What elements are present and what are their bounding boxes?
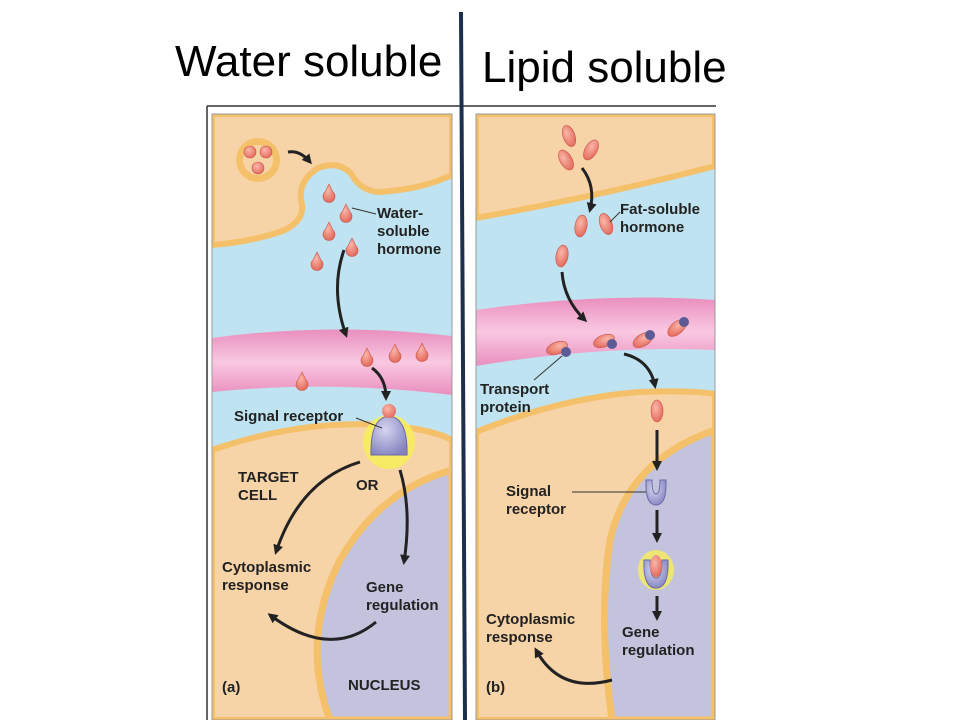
label-panel-a: (a) [222, 679, 240, 696]
label-water-soluble-3: hormone [377, 241, 441, 258]
water-soluble-hormones [243, 145, 429, 391]
transport-protein [679, 317, 689, 327]
hormone [345, 237, 359, 257]
transport-proteins [561, 317, 689, 357]
label-water-soluble-2: soluble [377, 223, 430, 240]
hormone [360, 347, 374, 367]
hormone [388, 343, 402, 363]
panel-b-arrows [534, 167, 662, 685]
label-fat-soluble-2: hormone [620, 219, 684, 236]
blood-vessel-a [212, 329, 452, 395]
hormone [558, 149, 574, 171]
label-cytoplasmic-b-2: response [486, 629, 553, 646]
panel-a-arrows [267, 150, 411, 641]
hormone [322, 221, 336, 241]
label-gene-b-1: Gene [622, 624, 660, 641]
hormone [561, 125, 577, 147]
label-target: TARGET [238, 469, 299, 486]
hormone [251, 161, 265, 175]
signal-receptor-b [645, 479, 667, 506]
label-signal-b-2: receptor [506, 501, 566, 518]
transport-protein [607, 339, 617, 349]
title-lipid-soluble: Lipid soluble [482, 43, 727, 92]
hormone [322, 183, 336, 203]
label-signal-receptor-a: Signal receptor [234, 408, 343, 425]
hormone [310, 251, 324, 271]
hormone [583, 139, 599, 161]
label-water-soluble-1: Water- [377, 205, 423, 222]
hormone [259, 145, 273, 159]
hormone [574, 214, 588, 238]
label-cytoplasmic-b-1: Cytoplasmic [486, 611, 575, 628]
bound-hormone-a [382, 404, 396, 418]
transport-protein [645, 330, 655, 340]
panel-b [476, 114, 715, 720]
blood-vessel-b [476, 297, 715, 366]
hormone [339, 203, 353, 223]
label-gene-b-2: regulation [622, 642, 695, 659]
label-cytoplasmic-a-1: Cytoplasmic [222, 559, 311, 576]
label-fat-soluble-1: Fat-soluble [620, 201, 700, 218]
title-water-soluble: Water soluble [175, 37, 443, 86]
label-panel-b: (b) [486, 679, 505, 696]
hormone [415, 342, 429, 362]
label-cytoplasmic-a-2: response [222, 577, 289, 594]
label-gene-a-1: Gene [366, 579, 404, 596]
label-gene-a-2: regulation [366, 597, 439, 614]
label-transport-1: Transport [480, 381, 549, 398]
hormone [555, 244, 569, 268]
nucleus-a [313, 466, 452, 720]
bound-receptor-b [643, 559, 669, 589]
panel-a [212, 114, 452, 720]
label-signal-b-1: Signal [506, 483, 551, 500]
label-or: OR [356, 477, 379, 494]
hormone [598, 213, 614, 235]
hormone [295, 371, 309, 391]
label-transport-2: protein [480, 399, 531, 416]
hormone [650, 399, 664, 423]
label-nucleus: NUCLEUS [348, 677, 421, 694]
label-cell: CELL [238, 487, 277, 504]
secreting-cell-b [476, 114, 715, 222]
center-divider [459, 11, 467, 720]
hormone [243, 145, 257, 159]
transport-protein [561, 347, 571, 357]
